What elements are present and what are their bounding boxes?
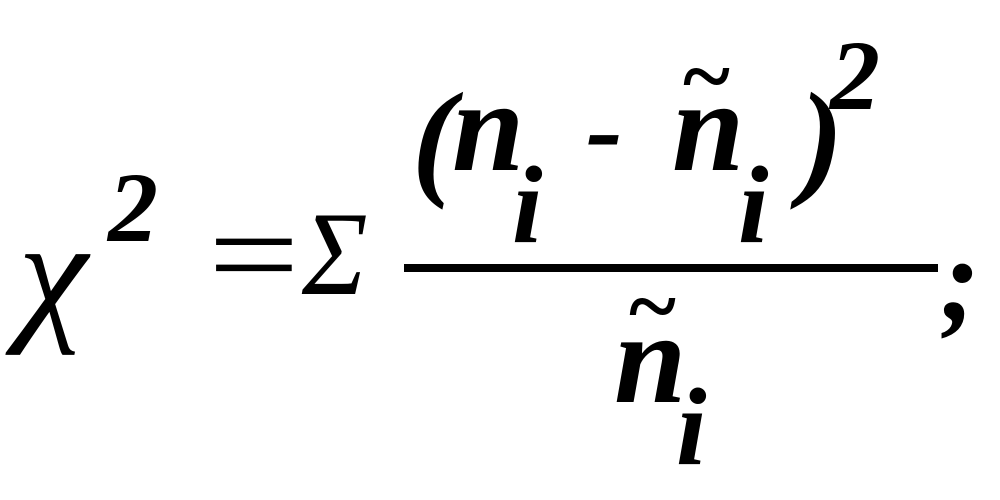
numerator-right-paren: ): [800, 67, 844, 211]
numerator-left-paren: (: [412, 67, 456, 211]
semicolon: ;: [940, 213, 980, 346]
denominator-subscript: i: [676, 366, 707, 488]
denominator-tilde: ~: [626, 257, 678, 356]
lhs-exponent: 2: [108, 152, 158, 263]
denominator-var: n: [614, 287, 687, 431]
numerator-second-var: n: [672, 55, 745, 199]
numerator-first-var: n: [452, 55, 525, 199]
numerator-minus: -: [586, 68, 623, 190]
numerator-tilde: ~: [680, 27, 732, 126]
fraction-bar: [404, 264, 938, 272]
equals-sign: =: [208, 183, 300, 327]
numerator-exponent: 2: [830, 20, 880, 131]
numerator-second-subscript: i: [738, 144, 769, 266]
sum-symbol: Σ: [302, 187, 368, 320]
numerator-first-subscript: i: [512, 144, 543, 266]
chi-symbol: χ: [18, 190, 88, 356]
